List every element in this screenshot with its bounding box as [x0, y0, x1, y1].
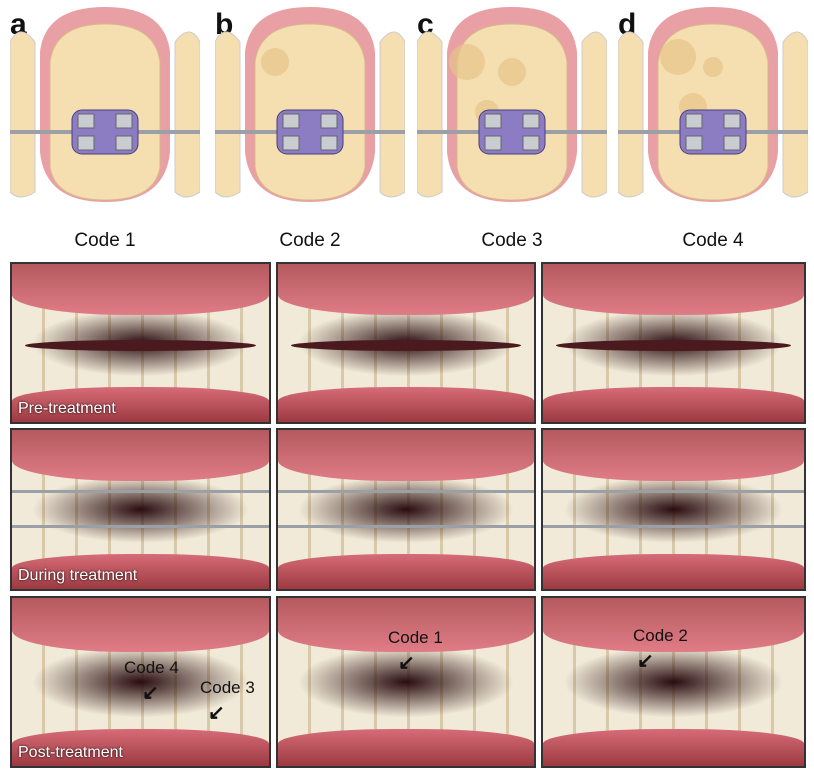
tooth-illustration-d	[618, 7, 808, 202]
row-label-during: During treatment	[18, 567, 138, 584]
arrow-icon: ↙	[208, 702, 225, 724]
annotation-code2: Code 2	[633, 626, 688, 645]
code-label-3: Code 3	[481, 230, 543, 251]
photo-during-center	[276, 428, 536, 591]
photo-post-left: Code 4 ↙ Code 3 ↙ Post-treatment	[10, 596, 271, 768]
photo-post-center: Code 1 ↙	[276, 596, 536, 768]
tooth-illustration-b	[215, 7, 405, 202]
photo-pre-left: Pre-treatment	[10, 262, 271, 424]
code-label-1: Code 1	[74, 230, 136, 251]
row-label-pre: Pre-treatment	[18, 400, 116, 417]
annotation-code1: Code 1	[388, 628, 443, 647]
code-label-2: Code 2	[279, 230, 341, 251]
photo-post-right: Code 2 ↙	[541, 596, 806, 768]
photo-pre-center	[276, 262, 536, 424]
arrow-icon: ↙	[142, 682, 159, 704]
tooth-illustration-a	[10, 7, 200, 202]
row-label-post: Post-treatment	[18, 744, 123, 761]
arrow-icon: ↙	[637, 650, 654, 672]
tooth-illustration-c	[417, 7, 607, 202]
arrow-icon: ↙	[398, 652, 415, 674]
photo-pre-right	[541, 262, 806, 424]
photo-during-right	[541, 428, 806, 591]
annotation-code4: Code 4	[124, 658, 179, 677]
code-label-4: Code 4	[682, 230, 744, 251]
photo-during-left: During treatment	[10, 428, 271, 591]
annotation-code3: Code 3	[200, 678, 255, 697]
